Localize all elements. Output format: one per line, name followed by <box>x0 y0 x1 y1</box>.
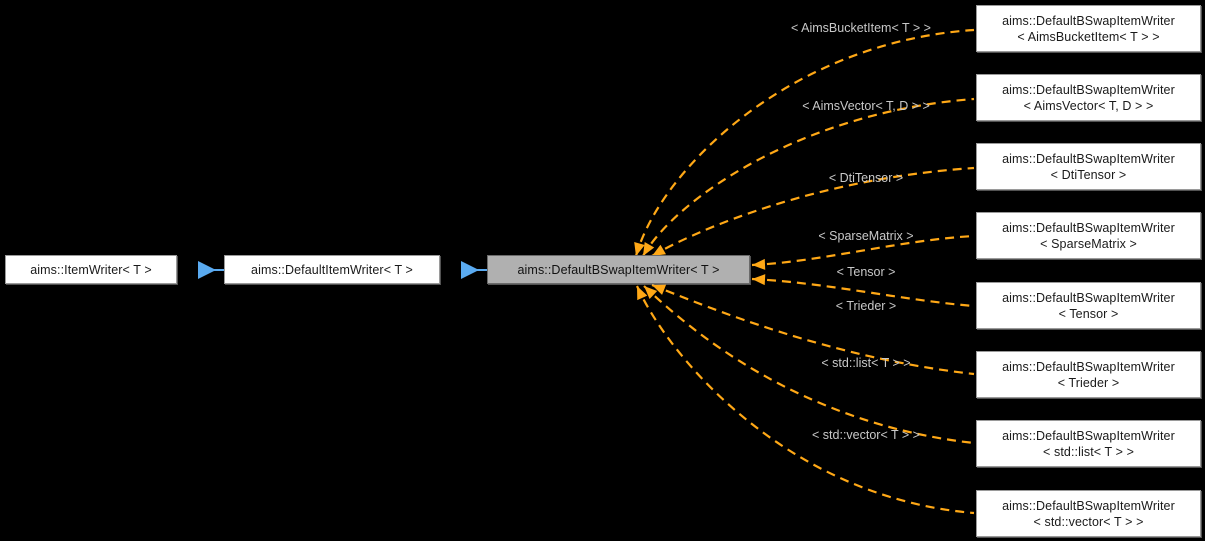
class-node-label-line: < std::vector< T > > <box>1033 514 1144 529</box>
edge-label-inst-aims-vector: < AimsVector< T, D > > <box>802 99 930 113</box>
class-node-label-line: aims::DefaultBSwapItemWriter <box>1002 220 1175 235</box>
class-node-default-item-writer[interactable]: aims::DefaultItemWriter< T > <box>224 255 440 284</box>
class-node-label-line: aims::DefaultBSwapItemWriter <box>1002 13 1175 28</box>
class-node-label-line: < std::list< T > > <box>1043 444 1134 459</box>
edge-label-inst-std-vector: < std::vector< T > > <box>812 428 920 442</box>
class-node-label-line: < SparseMatrix > <box>1040 236 1137 251</box>
inst-aims-bucket-item <box>634 28 975 257</box>
edge-label-inst-trieder: < Trieder > <box>835 299 897 313</box>
class-node-aims-bucket-item[interactable]: aims::DefaultBSwapItemWriter< AimsBucket… <box>976 5 1201 52</box>
inst-dti-tensor <box>651 166 975 257</box>
inst-sparse-matrix-arrowhead-icon <box>752 258 766 270</box>
class-node-label-line: aims::DefaultBSwapItemWriter <box>1002 290 1175 305</box>
class-node-label-line: aims::ItemWriter< T > <box>30 262 152 277</box>
inst-trieder <box>651 283 975 376</box>
class-node-label-line: aims::DefaultBSwapItemWriter <box>1002 428 1175 443</box>
class-node-std-list[interactable]: aims::DefaultBSwapItemWriter< std::list<… <box>976 420 1201 467</box>
inst-std-vector-arrowhead-icon <box>637 286 648 301</box>
class-node-trieder[interactable]: aims::DefaultBSwapItemWriter< Trieder > <box>976 351 1201 398</box>
class-node-label-line: < DtiTensor > <box>1050 167 1127 182</box>
edge-label-inst-aims-bucket-item: < AimsBucketItem< T > > <box>791 21 931 35</box>
class-node-aims-vector[interactable]: aims::DefaultBSwapItemWriter< AimsVector… <box>976 74 1201 121</box>
class-node-tensor[interactable]: aims::DefaultBSwapItemWriter< Tensor > <box>976 282 1201 329</box>
class-node-label-line: aims::DefaultItemWriter< T > <box>251 262 413 277</box>
inst-std-vector <box>635 285 975 515</box>
edge-label-inst-std-list: < std::list< T > > <box>821 356 911 370</box>
class-node-label-line: < AimsVector< T, D > > <box>1023 98 1154 113</box>
edge-label-inst-sparse-matrix: < SparseMatrix > <box>818 229 914 243</box>
class-node-label-line: aims::DefaultBSwapItemWriter <box>1002 498 1175 513</box>
inst-std-list <box>643 285 975 445</box>
class-node-label-line: aims::DefaultBSwapItemWriter <box>1002 151 1175 166</box>
edge-label-inst-tensor: < Tensor > <box>836 265 896 279</box>
class-node-std-vector[interactable]: aims::DefaultBSwapItemWriter< std::vecto… <box>976 490 1201 537</box>
class-node-label-line: aims::DefaultBSwapItemWriter <box>1002 82 1175 97</box>
class-node-label-line: < AimsBucketItem< T > > <box>1017 29 1160 44</box>
class-node-label-line: < Trieder > <box>1057 375 1120 390</box>
inst-tensor-arrowhead-icon <box>752 274 766 286</box>
class-node-sparse-matrix[interactable]: aims::DefaultBSwapItemWriter< SparseMatr… <box>976 212 1201 259</box>
class-node-default-bswap-item-writer[interactable]: aims::DefaultBSwapItemWriter< T > <box>487 255 750 284</box>
class-node-label-line: < Tensor > <box>1058 306 1119 321</box>
inst-std-list-arrowhead-icon <box>644 286 658 299</box>
class-node-label-line: aims::DefaultBSwapItemWriter <box>1002 359 1175 374</box>
edge-label-inst-dti-tensor: < DtiTensor > <box>828 171 904 185</box>
class-node-label-line: aims::DefaultBSwapItemWriter< T > <box>517 262 720 277</box>
class-node-dti-tensor[interactable]: aims::DefaultBSwapItemWriter< DtiTensor … <box>976 143 1201 190</box>
class-node-item-writer[interactable]: aims::ItemWriter< T > <box>5 255 177 284</box>
inst-aims-vector <box>642 97 975 257</box>
